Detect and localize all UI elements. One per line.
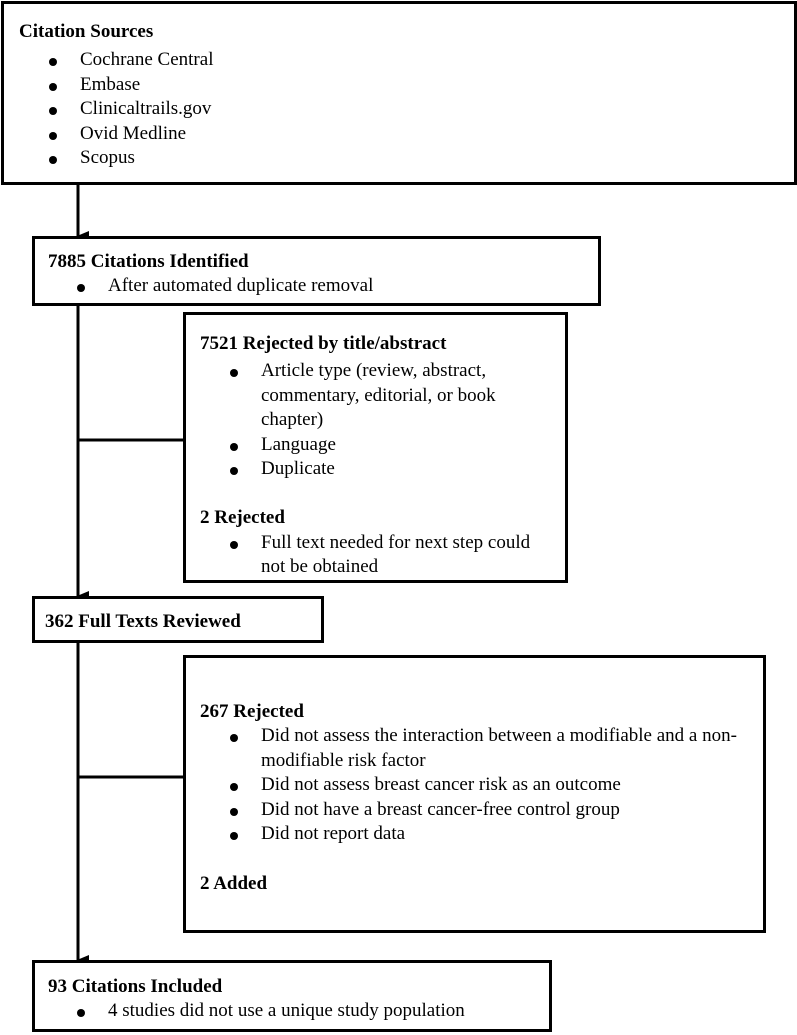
bullet-icon [230, 442, 238, 451]
full-texts-reviewed-title: 362 Full Texts Reviewed [45, 611, 241, 632]
list-item: Duplicate [230, 457, 553, 482]
bullet-icon [49, 131, 57, 140]
citations-included-box: 93 Citations Included 4 studies did not … [32, 960, 552, 1032]
list-item: Did not assess the interaction between a… [230, 724, 751, 773]
bullet-icon [49, 58, 57, 66]
rejected-not-obtained-title: 2 Rejected [200, 506, 285, 528]
list-item: Did not report data [230, 822, 751, 847]
bullet-icon [230, 783, 238, 791]
rejected-full-text-list: Did not assess the interaction between a… [230, 724, 751, 847]
bullet-icon [230, 734, 238, 742]
list-item: Ovid Medline [49, 122, 794, 147]
bullet-icon [49, 156, 57, 164]
bullet-icon [230, 807, 238, 816]
rejected-title-abstract-title: 7521 Rejected by title/abstract [200, 333, 447, 354]
rejected-title-abstract-box: 7521 Rejected by title/abstract Article … [183, 312, 568, 583]
list-item: Embase [49, 73, 794, 98]
list-item: Did not assess breast cancer risk as an … [230, 773, 751, 798]
bullet-icon [49, 107, 57, 115]
citations-identified-box: 7885 Citations Identified After automate… [32, 236, 601, 306]
full-texts-reviewed-box: 362 Full Texts Reviewed [32, 596, 324, 643]
list-item: Did not have a breast cancer-free contro… [230, 798, 751, 823]
rejected-not-obtained-list: Full text needed for next step could not… [230, 531, 553, 580]
list-item: Cochrane Central [49, 48, 794, 73]
list-item: Language [230, 433, 553, 458]
list-item: Clinicaltrails.gov [49, 97, 794, 122]
citations-included-title: 93 Citations Included [48, 976, 223, 997]
citations-identified-title: 7885 Citations Identified [48, 251, 249, 272]
rejected-full-text-title: 267 Rejected [200, 701, 304, 722]
citations-identified-list: After automated duplicate removal [77, 274, 598, 299]
bullet-icon [230, 369, 238, 377]
list-item: Full text needed for next step could not… [230, 531, 553, 580]
bullet-icon [77, 1009, 85, 1017]
rejected-title-abstract-list: Article type (review, abstract, commenta… [230, 359, 553, 482]
list-item: 4 studies did not use a unique study pop… [77, 999, 549, 1024]
citation-sources-list: Cochrane Central Embase Clinicaltrails.g… [49, 48, 794, 171]
list-item: Scopus [49, 146, 794, 171]
citation-sources-box: Citation Sources Cochrane Central Embase… [1, 1, 797, 185]
bullet-icon [230, 832, 238, 840]
citation-sources-title: Citation Sources [19, 21, 154, 42]
bullet-icon [49, 82, 57, 91]
bullet-icon [230, 467, 238, 475]
bullet-icon [77, 284, 85, 292]
citations-included-list: 4 studies did not use a unique study pop… [77, 999, 549, 1024]
bullet-icon [230, 540, 238, 549]
list-item: After automated duplicate removal [77, 274, 598, 299]
added-title: 2 Added [200, 872, 268, 894]
rejected-full-text-box: 267 Rejected Did not assess the interact… [183, 655, 766, 933]
list-item: Article type (review, abstract, commenta… [230, 359, 553, 433]
